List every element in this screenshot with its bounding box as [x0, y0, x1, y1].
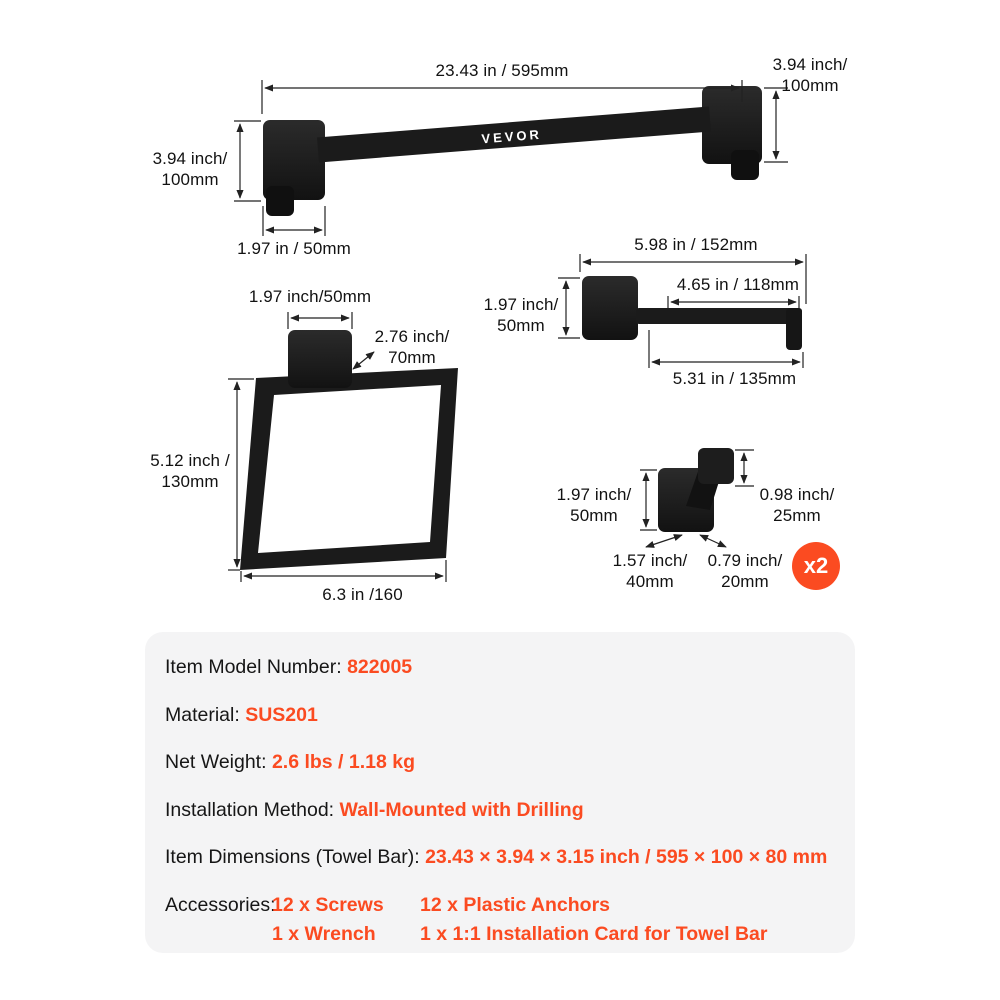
spec-label: Net Weight:	[165, 751, 272, 773]
dim-robe-hook-depth: 0.79 inch/ 20mm	[700, 550, 790, 592]
dim-line-1: 1.97 inch/	[556, 485, 632, 504]
dim-line-2: 40mm	[626, 572, 674, 591]
dim-line-1: 3.94 inch/	[152, 149, 228, 168]
dimension-diagram: VEVOR	[228, 80, 807, 582]
dim-line-2: 50mm	[497, 316, 545, 335]
dim-robe-hook-height: 0.98 inch/ 25mm	[754, 484, 840, 526]
accessory-item: 1 x 1:1 Installation Card for Towel Bar	[420, 922, 768, 945]
towel-bar-right-plate	[702, 86, 762, 164]
towel-ring-dim-lines	[228, 312, 447, 582]
spec-label: Item Dimensions (Towel Bar):	[165, 846, 426, 868]
brand-logo: VEVOR	[481, 127, 543, 147]
towel-ring	[240, 368, 458, 570]
spec-value: SUS201	[245, 703, 318, 726]
paper-holder-bar	[636, 308, 802, 324]
spec-value: 2.6 lbs / 1.18 kg	[271, 751, 416, 773]
spec-label: Item Model Number:	[165, 656, 348, 678]
robe-hook-dim-lines	[640, 449, 754, 548]
dim-towel-ring-height: 5.12 inch / 130mm	[146, 450, 234, 492]
dim-towel-ring-arm: 2.76 inch/ 70mm	[366, 326, 458, 368]
dim-towel-ring-plate: 1.97 inch/50mm	[248, 287, 372, 306]
spec-value: 23.43 × 3.94 × 3.15 inch / 595 × 100 × 8…	[425, 846, 828, 868]
towel-bar-drawing: VEVOR	[263, 86, 762, 216]
dim-towel-bar-left-plate-height: 3.94 inch/ 100mm	[146, 148, 234, 190]
dim-line-1: 2.76 inch/	[374, 327, 450, 346]
dim-line-2: 20mm	[721, 572, 769, 591]
spec-label: Material:	[165, 703, 246, 726]
dim-line-1: 0.79 inch/	[707, 551, 783, 570]
spec-panel: Item Model Number: 822005 Material: SUS2…	[145, 632, 855, 953]
dim-line-2: 130mm	[161, 472, 219, 491]
spacer	[165, 923, 272, 945]
dim-line-1: 1.97 inch/	[483, 295, 559, 314]
spec-row-accessories: Accessories: 12 x Screws 12 x Plastic An…	[165, 894, 835, 945]
paper-holder-dim-lines	[558, 254, 807, 368]
towel-ring-plate	[288, 330, 352, 388]
spec-row-model-number: Item Model Number: 822005	[165, 656, 835, 678]
paper-holder-drawing	[582, 276, 802, 350]
paper-holder-plate	[582, 276, 638, 340]
dim-robe-hook-plate-width: 1.57 inch/ 40mm	[604, 550, 696, 592]
accessory-item: 12 x Screws	[272, 893, 384, 916]
spec-row-installation-method: Installation Method: Wall-Mounted with D…	[165, 799, 835, 821]
dim-towel-ring-width: 6.3 in /160	[322, 585, 403, 604]
towel-bar-right-hook	[731, 150, 759, 180]
dim-line-2: 50mm	[570, 506, 618, 525]
dim-paper-holder-plate: 1.97 inch/ 50mm	[480, 294, 562, 336]
dim-line-1: 1.57 inch/	[612, 551, 688, 570]
spec-value: Wall-Mounted with Drilling	[339, 798, 584, 821]
spec-row-net-weight: Net Weight: 2.6 lbs / 1.18 kg	[165, 751, 835, 773]
dim-line-2: 70mm	[388, 348, 436, 367]
dim-line-1: 0.98 inch/	[759, 485, 835, 504]
towel-bar-dim-lines	[234, 80, 788, 236]
dim-line-1: 3.94 inch/	[772, 55, 848, 74]
dim-paper-holder-inner: 4.65 in / 118mm	[676, 275, 800, 294]
accessory-item: 12 x Plastic Anchors	[420, 893, 611, 916]
dim-paper-holder-overall: 5.98 in / 152mm	[634, 235, 758, 254]
dim-towel-bar-right-plate-height: 3.94 inch/ 100mm	[762, 54, 858, 96]
paper-holder-end-post	[786, 308, 802, 350]
spec-label: Installation Method:	[165, 798, 340, 821]
spec-row-item-dimensions: Item Dimensions (Towel Bar): 23.43 × 3.9…	[165, 846, 835, 868]
towel-bar-left-hook	[266, 186, 294, 216]
dim-line-2: 100mm	[161, 170, 219, 189]
spec-value: 822005	[347, 656, 413, 678]
spec-label: Accessories:	[165, 893, 276, 916]
accessory-item: 1 x Wrench	[272, 922, 376, 945]
spec-row-material: Material: SUS201	[165, 704, 835, 726]
quantity-badge: x2	[792, 542, 840, 590]
robe-hook-knob	[698, 448, 734, 484]
dim-towel-bar-length: 23.43 in / 595mm	[435, 61, 569, 80]
robe-hook-drawing	[658, 448, 734, 532]
dim-line-2: 100mm	[781, 76, 839, 95]
dim-towel-bar-plate-width: 1.97 in / 50mm	[237, 239, 351, 258]
dim-robe-hook-plate-height: 1.97 inch/ 50mm	[550, 484, 638, 526]
dim-paper-holder-bar: 5.31 in / 135mm	[672, 369, 797, 388]
towel-bar-left-plate	[263, 120, 325, 200]
dim-line-1: 5.12 inch /	[150, 451, 230, 470]
dim-line-2: 25mm	[773, 506, 821, 525]
towel-ring-drawing	[240, 330, 458, 570]
towel-bar-rail	[317, 106, 711, 163]
